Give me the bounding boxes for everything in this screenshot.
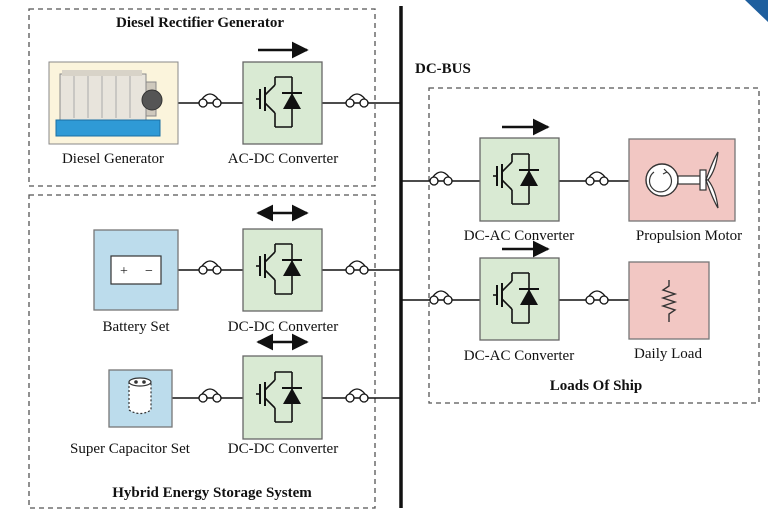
super-capacitor-label: Super Capacitor Set — [70, 441, 191, 457]
battery-minus-symbol: − — [145, 264, 153, 279]
dc-ac-converter-1-label: DC-AC Converter — [464, 228, 574, 244]
diesel-generator-icon — [48, 61, 179, 145]
dc-dc-converter-2-box — [242, 355, 323, 440]
breaker-icon — [429, 290, 453, 305]
breaker-icon — [429, 171, 453, 186]
ac-dc-converter-box — [242, 61, 323, 145]
dc-ac-converter-2-box — [479, 257, 560, 341]
breaker-icon — [585, 171, 609, 186]
daily-load-label: Daily Load — [634, 346, 702, 362]
hess-group-box — [28, 194, 376, 509]
breaker-icon — [198, 93, 222, 108]
diesel-group-box — [28, 8, 376, 187]
diesel-group-title: Diesel Rectifier Generator — [116, 15, 284, 31]
loads-group-box — [428, 87, 760, 404]
dc-bus-label: DC-BUS — [415, 61, 471, 77]
diesel-generator-label: Diesel Generator — [62, 151, 164, 167]
dc-dc-converter-2-label: DC-DC Converter — [228, 441, 338, 457]
breaker-icon — [345, 260, 369, 275]
dc-ac-converter-2-label: DC-AC Converter — [464, 348, 574, 364]
dc-dc-converter-1-label: DC-DC Converter — [228, 319, 338, 335]
breaker-icon — [585, 290, 609, 305]
dc-dc-converter-1-box — [242, 228, 323, 312]
breaker-icon — [198, 260, 222, 275]
battery-plus-symbol: + — [120, 264, 128, 279]
dc-ac-converter-1-box — [479, 137, 560, 222]
battery-set-label: Battery Set — [102, 319, 170, 335]
breaker-icon — [198, 388, 222, 403]
hess-group-title: Hybrid Energy Storage System — [112, 485, 312, 501]
propulsion-motor-label: Propulsion Motor — [636, 228, 742, 244]
capacitor-icon — [128, 377, 152, 415]
corner-accent — [745, 0, 768, 22]
breaker-icon — [345, 388, 369, 403]
resistor-icon — [660, 280, 678, 322]
ac-dc-converter-label: AC-DC Converter — [228, 151, 338, 167]
breaker-icon — [345, 93, 369, 108]
propulsion-motor-icon — [645, 151, 719, 209]
battery-icon: + − — [110, 255, 162, 285]
loads-group-title: Loads Of Ship — [550, 378, 643, 394]
